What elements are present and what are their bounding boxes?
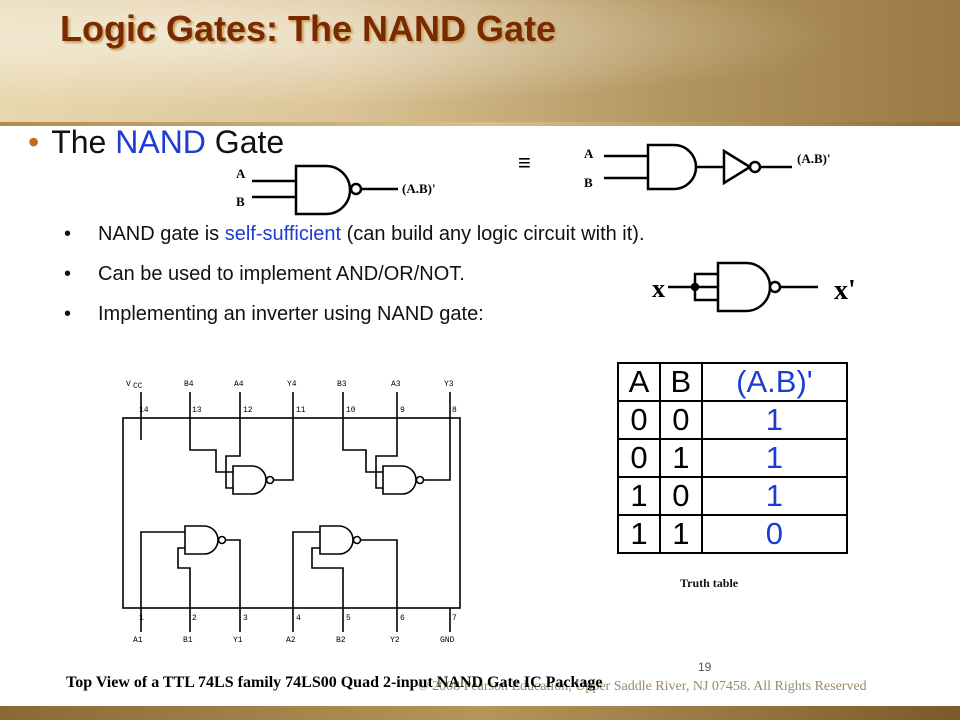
and-input-a-label: A bbox=[584, 146, 594, 161]
not-output-label: (A.B)' bbox=[797, 151, 831, 166]
table-row: 0 0 1 bbox=[617, 400, 849, 440]
ic-top-label: Y3 bbox=[444, 380, 454, 389]
inverter-input-label: x bbox=[652, 274, 665, 303]
table-row: 0 1 1 bbox=[617, 438, 849, 478]
ic-bottom-label: A1 bbox=[133, 636, 143, 645]
ic-body bbox=[122, 392, 461, 632]
truth-output-cell: 0 bbox=[700, 514, 849, 554]
ic-gate-3 bbox=[342, 418, 451, 495]
table-row: 1 1 0 bbox=[617, 514, 849, 554]
ic-pin-number: 7 bbox=[452, 614, 457, 623]
truth-cell: 1 bbox=[658, 514, 703, 554]
ic-top-label: B3 bbox=[337, 380, 347, 389]
ic-pin-number: 14 bbox=[139, 406, 149, 415]
main-bullet: • The NAND Gate bbox=[28, 124, 284, 161]
bullet-item: • Implementing an inverter using NAND gat… bbox=[64, 300, 645, 340]
truth-output-cell: 1 bbox=[700, 476, 849, 516]
bullet-dot: • bbox=[64, 223, 72, 245]
bullet-dot: • bbox=[64, 263, 72, 285]
bullet-list: • NAND gate is self-sufficient (can build… bbox=[64, 220, 645, 340]
ic-top-label: A4 bbox=[234, 380, 244, 389]
heading-prefix: The bbox=[51, 124, 116, 160]
truth-table: A B (A.B)' 0 0 1 0 1 1 1 0 1 1 1 0 bbox=[617, 362, 849, 554]
ic-bottom-label: B1 bbox=[183, 636, 193, 645]
title-banner-sheen bbox=[0, 0, 960, 122]
page-title: Logic Gates: The NAND Gate bbox=[60, 8, 557, 49]
truth-output-cell: 1 bbox=[700, 438, 849, 478]
ic-bottom-label: Y1 bbox=[233, 636, 243, 645]
copyright-notice: © 2008 Pearson Education, Upper Saddle R… bbox=[418, 679, 867, 694]
truth-cell: 0 bbox=[617, 400, 661, 440]
bullet-text-tail: (can build any logic circuit with it). bbox=[341, 223, 645, 245]
ic-pin-number: 8 bbox=[452, 406, 457, 415]
bottom-bar bbox=[0, 706, 960, 720]
ic-bottom-label: Y2 bbox=[390, 636, 400, 645]
truth-cell: 0 bbox=[617, 438, 661, 478]
equivalence-symbol: ≡ bbox=[518, 150, 531, 175]
nand-gate-symbol bbox=[252, 164, 398, 216]
ic-pin-number: 2 bbox=[192, 614, 197, 623]
bullet-text: Implementing an inverter using NAND gate… bbox=[98, 303, 484, 325]
main-bullet-dot: • bbox=[28, 124, 40, 160]
nand-input-a-label: A bbox=[236, 166, 246, 181]
bullet-text: NAND gate is bbox=[98, 223, 225, 245]
nand-output-label: (A.B)' bbox=[402, 181, 436, 196]
ic-pin-number: 1 bbox=[139, 614, 144, 623]
bullet-text: Can be used to implement AND/OR/NOT. bbox=[98, 263, 465, 285]
ic-top-label: Y4 bbox=[287, 380, 297, 389]
truth-cell: 0 bbox=[658, 400, 703, 440]
and-input-b-label: B bbox=[584, 175, 593, 190]
ic-pin-number: 4 bbox=[296, 614, 301, 623]
ic-pin-number: 9 bbox=[400, 406, 405, 415]
ic-pin-number: 12 bbox=[243, 406, 253, 415]
truth-table-header: A bbox=[617, 362, 661, 402]
bullet-item: • NAND gate is self-sufficient (can build… bbox=[64, 220, 645, 260]
ic-top-label: V bbox=[126, 380, 131, 389]
ic-bottom-label: B2 bbox=[336, 636, 346, 645]
truth-cell: 1 bbox=[617, 514, 661, 554]
ic-gate-4 bbox=[189, 418, 294, 495]
ic-top-label: A3 bbox=[391, 380, 401, 389]
truth-table-header-row: A B (A.B)' bbox=[617, 362, 849, 402]
ic-gate-1 bbox=[140, 525, 241, 608]
title-banner-edge bbox=[0, 122, 960, 126]
nand-inverter-diagram bbox=[668, 261, 818, 313]
truth-cell: 1 bbox=[617, 476, 661, 516]
ic-pin-number: 6 bbox=[400, 614, 405, 623]
bullet-item: • Can be used to implement AND/OR/NOT. bbox=[64, 260, 645, 300]
heading-suffix: Gate bbox=[205, 124, 285, 160]
ic-pin-number: 3 bbox=[243, 614, 248, 623]
slide-number: 19 bbox=[698, 660, 712, 674]
ic-bottom-label: GND bbox=[440, 636, 455, 645]
inverter-output-label: x' bbox=[834, 275, 856, 306]
ic-pin-number: 10 bbox=[346, 406, 356, 415]
ic-caption: Top View of a TTL 74LS family 74LS00 Qua… bbox=[66, 674, 603, 691]
table-row: 1 0 1 bbox=[617, 476, 849, 516]
ic-pin-number: 13 bbox=[192, 406, 202, 415]
truth-cell: 1 bbox=[658, 438, 703, 478]
ic-bottom-label: A2 bbox=[286, 636, 296, 645]
bullet-highlight: self-sufficient bbox=[224, 223, 342, 245]
truth-table-header: (A.B)' bbox=[700, 362, 849, 402]
ic-top-label: B4 bbox=[184, 380, 194, 389]
truth-output-cell: 1 bbox=[700, 400, 849, 440]
truth-table-header: B bbox=[658, 362, 703, 402]
heading-highlight: NAND bbox=[115, 124, 206, 160]
ic-pin-number: 11 bbox=[296, 406, 306, 415]
truth-cell: 0 bbox=[658, 476, 703, 516]
truth-table-caption: Truth table bbox=[680, 576, 739, 590]
ic-pin-number: 5 bbox=[346, 614, 351, 623]
ic-gate-2 bbox=[292, 525, 398, 608]
ic-vcc-subscript: CC bbox=[133, 382, 143, 391]
nand-input-b-label: B bbox=[236, 194, 245, 209]
bullet-dot: • bbox=[64, 303, 72, 325]
and-not-equivalent bbox=[604, 143, 792, 191]
